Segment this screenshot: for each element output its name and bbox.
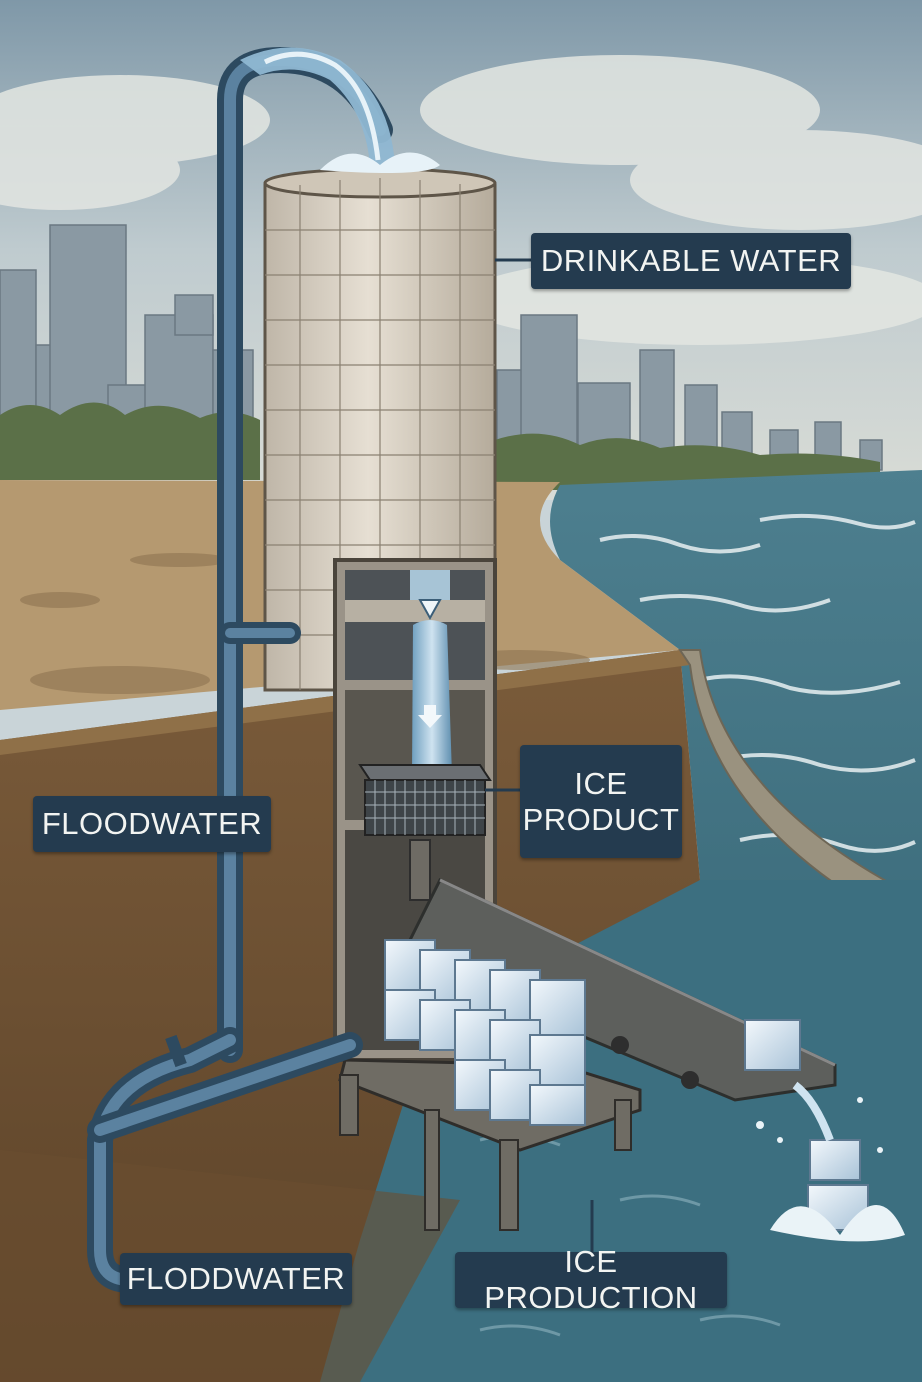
waves: [599, 513, 916, 853]
label-ice-production-text: ICE PRODUCTION: [484, 1244, 698, 1315]
label-drinkable-water-text: DRINKABLE WATER: [540, 243, 842, 279]
label-floodwater-upper: FLOODWATER: [33, 796, 271, 852]
falling-water: [792, 1081, 834, 1142]
splash: [756, 1097, 905, 1242]
label-floodwater-lower: FLODDWATER: [120, 1253, 352, 1305]
water-spout: [240, 47, 440, 174]
label-ice-product: ICE PRODUCT: [520, 745, 682, 858]
label-ice-production: ICE PRODUCTION: [455, 1244, 727, 1315]
water-fall: [410, 570, 452, 775]
label-ice-product-line2: PRODUCT: [522, 801, 680, 837]
label-ice-product-line1: ICE: [574, 765, 628, 801]
label-drinkable-water: DRINKABLE WATER: [531, 233, 851, 289]
label-floodwater-lower-text: FLODDWATER: [126, 1261, 346, 1297]
ice-cube-stack: [384, 939, 586, 1126]
ice-product-mold: [358, 764, 525, 836]
label-floodwater-upper-text: FLOODWATER: [41, 806, 263, 842]
